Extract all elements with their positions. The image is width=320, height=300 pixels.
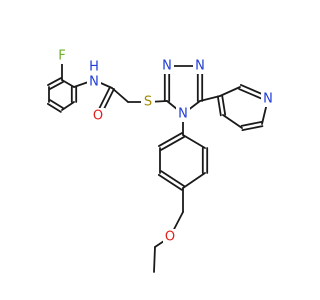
triazole-n1-bg (160, 58, 174, 74)
bond-q1-q2 (158, 132, 183, 147)
bond-r4-r5 (49, 99, 65, 110)
bond-p6-p1 (219, 86, 241, 97)
bond-p2-p3 (222, 114, 243, 129)
bond-p3-p4 (240, 120, 263, 127)
bond-e2-e3 (153, 246, 156, 273)
triazole-n2-bg (193, 58, 207, 74)
bond-C1-C2 (111, 87, 129, 103)
pyridine-nitrogen-bg (261, 91, 275, 107)
pyridine-nitrogen-atom: N (263, 92, 273, 107)
amide-hydrogen-atom: H (89, 60, 99, 75)
triazole-nitrogen-4: N (178, 107, 188, 122)
bonds-group (46, 55, 270, 273)
bond-q3-q4 (157, 173, 183, 191)
carbonyl-oxygen-bg (91, 108, 105, 124)
bond-q3-q4 (160, 170, 186, 188)
bond-r6-r1 (49, 81, 64, 90)
ether-oxygen-atom: O (165, 230, 175, 245)
atom-labels-group: F N H O S N N N N O (55, 48, 275, 245)
triazole-n4-bg (176, 106, 190, 122)
sulfur-atom-bg (141, 94, 155, 110)
bond-r1-r2 (61, 79, 75, 88)
bond-p3-p4 (241, 125, 264, 132)
triazole-nitrogen-1: N (162, 59, 172, 74)
bond-q4-q5 (182, 172, 206, 189)
bond-r3-r4 (61, 101, 75, 111)
bond-t4-p1 (199, 95, 221, 102)
fluorine-atom: F (58, 49, 65, 64)
fluorine-atom-bg (55, 48, 69, 64)
amide-nitrogen-atom: N (89, 75, 99, 90)
bond-r4-r5 (46, 102, 62, 113)
bond-q1-q2 (160, 136, 185, 151)
triazole-nitrogen-2: N (195, 59, 205, 74)
molecular-structure: F N H O S N N N N O (46, 48, 275, 273)
bond-q6-q1 (182, 134, 206, 149)
bond-p1-p2 (221, 94, 227, 116)
bond-p1-p2 (216, 95, 222, 117)
sulfur-atom: S (144, 95, 152, 110)
amide-nitrogen-bg (87, 60, 101, 88)
carbonyl-oxygen-atom: O (93, 109, 103, 124)
ether-oxygen-bg (163, 229, 177, 245)
bond-r6-r1 (47, 77, 62, 86)
